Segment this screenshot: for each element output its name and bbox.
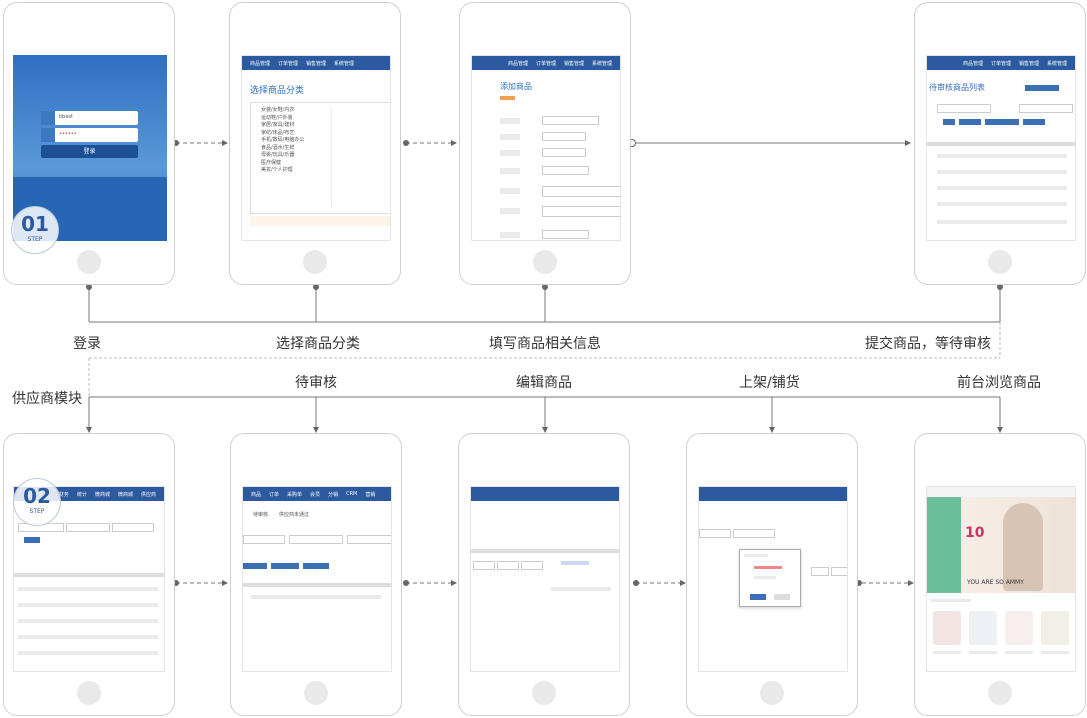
category-box: 女装/女鞋/内衣 运动鞋/户外装 家居/家具/建材 家纺/床品/布艺 手机/数码… [250,102,390,214]
label-browse-front: 前台浏览商品 [957,375,1041,391]
label-list-product: 上架/铺货 [739,375,800,391]
label-supplier-module: 供应商模块 [12,388,86,408]
label-login: 登录 [73,336,101,352]
step-badge-02: 02 STEP [13,478,61,526]
label-fill-info: 填写商品相关信息 [489,336,601,352]
home-button [303,250,327,274]
phone-edit [458,433,630,716]
home-button [988,250,1012,274]
phone-select-category: 商品管理订单管理销售管理系统管理 选择商品分类 女装/女鞋/内衣 运动鞋/户外装… [229,2,401,285]
home-button [988,681,1012,705]
home-button [532,681,556,705]
home-button [760,681,784,705]
page-title: 选择商品分类 [250,86,305,96]
tab-rejected[interactable]: 供应商未通过 [279,512,310,518]
phone-publish [686,433,858,716]
top-nav: 商品管理订单管理销售管理系统管理 [927,56,1075,70]
top-nav: 商品管理订单管理销售管理系统管理 [472,56,620,70]
add-product-screen: 商品管理订单管理销售管理系统管理 添加商品 [471,55,621,241]
top-nav: 商品管理订单管理销售管理系统管理 [242,56,390,70]
edit-screen [470,486,620,672]
label-select-category: 选择商品分类 [276,336,360,352]
home-button [77,250,101,274]
page-title: 添加商品 [500,82,532,91]
category-screen: 商品管理订单管理销售管理系统管理 选择商品分类 女装/女鞋/内衣 运动鞋/户外装… [241,55,391,241]
phone-add-product: 商品管理订单管理销售管理系统管理 添加商品 [459,2,631,285]
supplier-screen: 财务统计微商城微商城供应商 [13,486,165,672]
banner[interactable]: YOU ARE SO AMMY 10 [961,497,1075,593]
password-field[interactable]: •••••• [41,128,138,142]
home-button [77,681,101,705]
home-button [533,250,557,274]
home-button [304,681,328,705]
step-badge-01: 01 STEP [11,206,59,254]
phone-supplier: 财务统计微商城微商城供应商 02 STEP [3,433,175,716]
phone-review-list: 商品管理订单管理销售管理系统管理 待审核商品列表 [914,2,1086,285]
label-edit-product: 编辑商品 [516,375,572,391]
publish-dialog [739,549,801,607]
top-nav [471,487,619,501]
tab-pending[interactable]: 待审核 [253,512,269,518]
label-submit: 提交商品，等待审核 [865,336,991,352]
review-list-screen: 商品管理订单管理销售管理系统管理 待审核商品列表 [926,55,1076,241]
publish-screen [698,486,848,672]
username-field[interactable]: bbest [41,111,138,125]
login-button[interactable]: 登录 [41,145,138,158]
page-title: 待审核商品列表 [929,83,985,92]
label-pending-review: 待审核 [295,375,337,391]
phone-front-store: YOU ARE SO AMMY 10 [914,433,1086,716]
category-list[interactable]: 女装/女鞋/内衣 运动鞋/户外装 家居/家具/建材 家纺/床品/布艺 手机/数码… [261,107,305,173]
phone-login: bbest •••••• 登录 01 STEP [3,2,175,285]
front-store-screen: YOU ARE SO AMMY 10 [926,486,1076,672]
top-nav [699,487,847,501]
